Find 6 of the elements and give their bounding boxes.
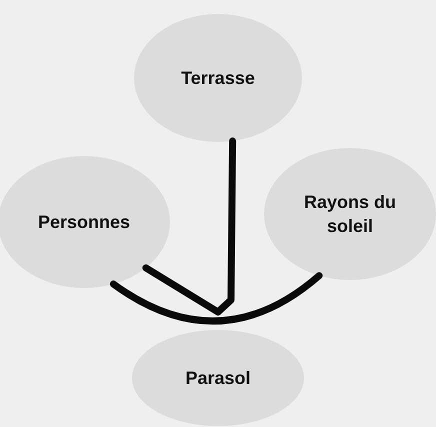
connector-line [110,272,323,324]
connector-line [142,138,236,316]
node-label: Rayons du soleil [302,191,397,238]
node-label: Personnes [38,211,130,234]
node-label: Parasol [185,367,251,390]
node-label: Terrasse [181,67,255,90]
